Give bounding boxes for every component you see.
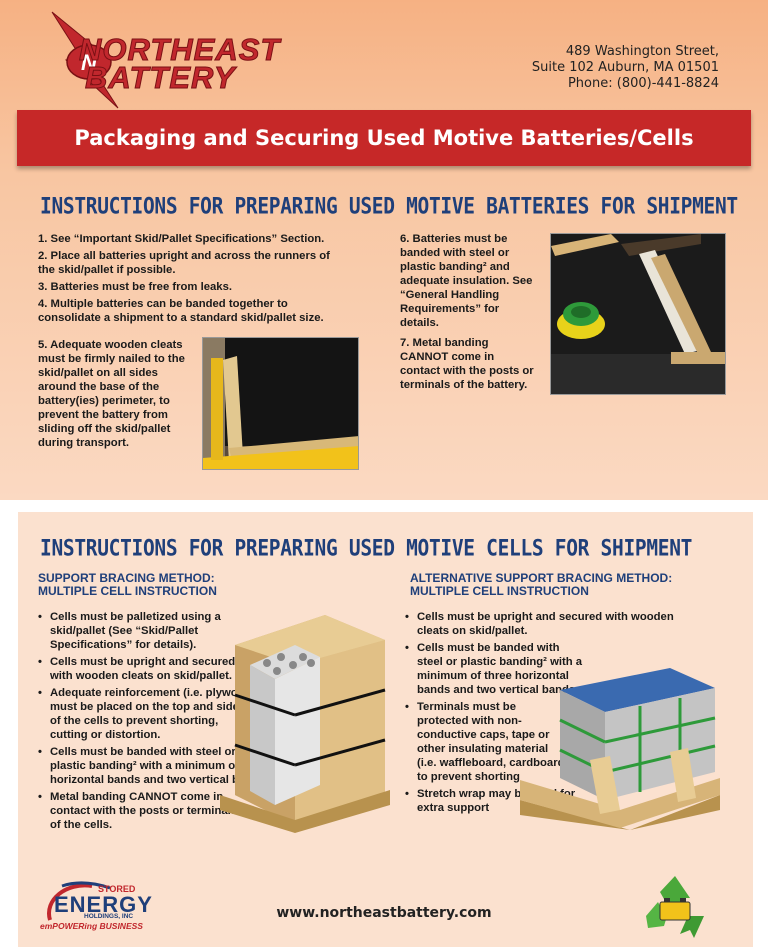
list-item: 1. See “Important Skid/Pallet Specificat… [38, 233, 325, 245]
section1-list-right: 6. Batteries must be banded with steel o… [400, 232, 535, 395]
list-item: 7. Metal banding CANNOT come in contact … [400, 337, 534, 391]
address-city: Suite 102 Auburn, MA 01501 [531, 60, 719, 75]
tagline-label: emPOWERing BUSINESS [40, 921, 143, 931]
list-item: Cells must be palletized using a skid/pa… [38, 610, 258, 652]
right-heading-line1: ALTERNATIVE SUPPORT BRACING METHOD: [410, 571, 673, 585]
right-method-heading: ALTERNATIVE SUPPORT BRACING METHOD: MULT… [410, 572, 730, 598]
list-item: Terminals must be protected with non-con… [405, 700, 570, 784]
list-item: 6. Batteries must be banded with steel o… [400, 233, 533, 329]
list-item: Cells must be banded with steel or plast… [405, 641, 585, 697]
list-item: 4. Multiple batteries can be banded toge… [38, 298, 324, 324]
battery-banding-photo [550, 233, 726, 395]
right-method-list: Cells must be upright and secured with w… [405, 610, 695, 818]
recycle-battery-icon [638, 872, 712, 942]
pallet-cell-illustration [215, 605, 393, 833]
left-method-list: Cells must be palletized using a skid/pa… [38, 610, 270, 835]
banner-title: Packaging and Securing Used Motive Batte… [74, 126, 694, 150]
alt-pallet-cell-illustration [520, 660, 720, 830]
address-street: 489 Washington Street, [565, 44, 719, 59]
address-phone: Phone: (800)-441-8824 [567, 76, 719, 91]
lightning-bolt-icon: N [51, 11, 119, 109]
right-heading-line2: MULTIPLE CELL INSTRUCTION [410, 584, 589, 598]
battery-cleat-photo [202, 337, 359, 470]
section1-list-top: 1. See “Important Skid/Pallet Specificat… [38, 232, 348, 328]
section-divider [0, 500, 768, 512]
section1-title: INSTRUCTIONS FOR PREPARING USED MOTIVE B… [40, 193, 738, 220]
energy-swoosh-icon [47, 881, 111, 921]
stored-label: STORED [98, 884, 136, 894]
list-item: 3. Batteries must be free from leaks. [38, 281, 233, 293]
list-item: Metal banding CANNOT come in contact wit… [38, 790, 248, 832]
logo-wordmark: NORTHEAST BATTERY [78, 32, 281, 95]
list-item: Cells must be upright and secured with w… [405, 610, 695, 638]
logo-line-1: NORTHEAST [78, 32, 281, 67]
holdings-label: HOLDINGS, INC [84, 913, 134, 920]
left-method-heading: SUPPORT BRACING METHOD: MULTIPLE CELL IN… [38, 572, 338, 598]
title-banner: Packaging and Securing Used Motive Batte… [17, 110, 751, 166]
section1-list-item5: 5. Adequate wooden cleats must be firmly… [38, 338, 188, 453]
stored-energy-logo: STORED ENERGY HOLDINGS, INC emPOWERing B… [40, 878, 160, 934]
northeast-battery-logo: N [44, 10, 284, 110]
list-item: 2. Place all batteries upright and acros… [38, 250, 330, 276]
svg-text:N: N [81, 50, 98, 75]
website-url[interactable]: www.northeastbattery.com [276, 905, 492, 921]
list-item: Adequate reinforcement (i.e. plywood) mu… [38, 686, 258, 742]
list-item: Cells must be banded with steel or plast… [38, 745, 270, 787]
section2-title: INSTRUCTIONS FOR PREPARING USED MOTIVE C… [40, 535, 693, 562]
left-heading-line2: MULTIPLE CELL INSTRUCTION [38, 584, 217, 598]
list-item: Cells must be upright and secured with w… [38, 655, 258, 683]
list-item: 5. Adequate wooden cleats must be firmly… [38, 339, 185, 449]
company-address: 489 Washington Street, Suite 102 Auburn,… [532, 44, 719, 92]
logo-line-2: BATTERY [84, 60, 236, 95]
energy-label: ENERGY [54, 892, 153, 917]
left-heading-line1: SUPPORT BRACING METHOD: [38, 571, 215, 585]
